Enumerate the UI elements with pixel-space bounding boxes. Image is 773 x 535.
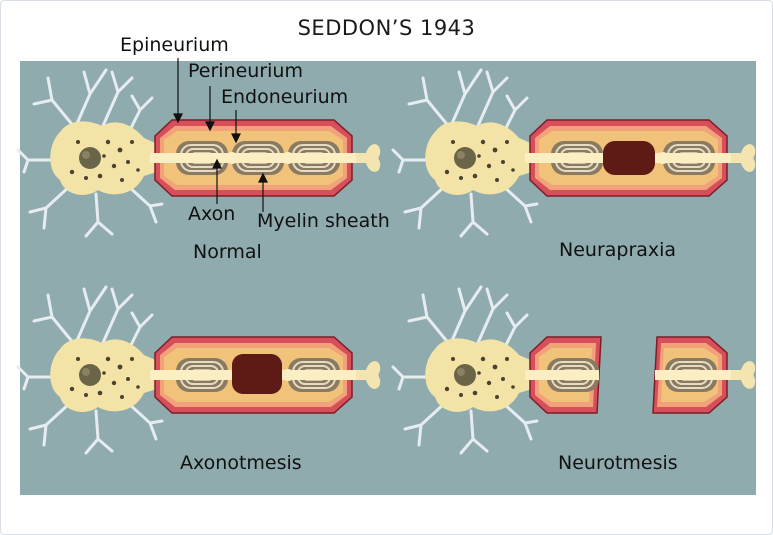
caption-neurotmesis: Neurotmesis	[558, 452, 678, 474]
label-axon: Axon	[188, 203, 236, 225]
caption-neurapraxia: Neurapraxia	[559, 239, 677, 261]
label-endoneurium: Endoneurium	[221, 86, 349, 108]
label-epineurium: Epineurium	[120, 34, 229, 56]
axonotmesis-nerve	[16, 285, 381, 455]
neuron-cell-body	[16, 68, 164, 238]
neurotmesis-nerve	[391, 285, 756, 455]
axon-fiber	[150, 153, 360, 163]
caption-axonotmesis: Axonotmesis	[180, 452, 302, 474]
normal-nerve	[16, 58, 381, 238]
lesion-block	[603, 141, 655, 175]
label-perineurium: Perineurium	[188, 60, 303, 82]
caption-normal: Normal	[193, 241, 262, 263]
lesion-block	[232, 354, 282, 394]
figure-title: SEDDON’S 1943	[297, 16, 476, 40]
label-myelin-sheath: Myelin sheath	[257, 210, 390, 232]
neurapraxia-nerve	[391, 68, 756, 238]
